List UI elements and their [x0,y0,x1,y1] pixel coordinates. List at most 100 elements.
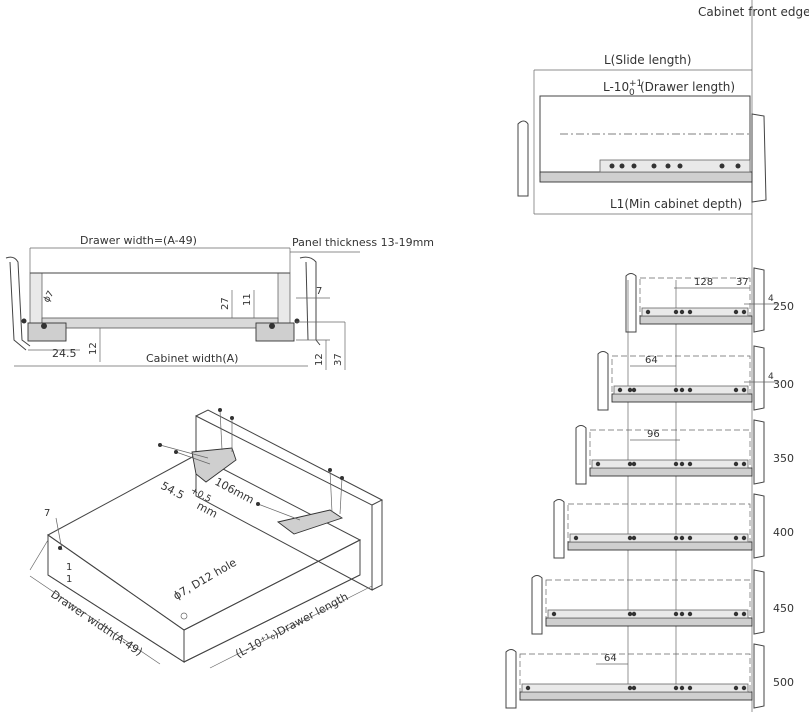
front-panel [753,493,765,559]
dim-label: 64 [645,355,658,366]
iso-dim-1b: 1 [66,574,72,585]
length-label: 500 [773,676,794,689]
mounting-hole [733,461,739,467]
front-panel [753,419,765,485]
length-label: 400 [773,526,794,539]
mounting-hole [627,461,633,467]
iso-drawer-length-label: (L-10⁺¹₀)Drawer length [233,590,350,660]
right-cabinet-wall [299,256,321,346]
dim-12-right: 12 [314,353,325,366]
mounting-hole [679,461,685,467]
mounting-hole [631,685,637,691]
drawer-width-label: Drawer width=(A-49) [80,234,197,247]
left-cabinet-wall [5,256,31,347]
mounting-hole [679,387,685,393]
hole-label: ϕ7, D12 hole [171,556,239,603]
mounting-hole [733,387,739,393]
dim-extra: 4 [768,294,774,304]
length-label: 250 [773,300,794,313]
mounting-hole [741,461,747,467]
left-runner [27,322,67,342]
length-label: 450 [773,602,794,615]
mounting-hole [631,611,637,617]
rear-bracket-right [276,509,344,535]
mounting-hole [741,685,747,691]
mounting-hole [673,535,679,541]
variant-450: 450 [531,569,794,635]
side-wall-left [517,120,529,197]
mounting-hole [679,535,685,541]
mounting-hole [741,387,747,393]
drawer-length-tol-top: +1 [629,79,642,89]
right-runner [255,322,295,342]
dim-24-5: 24.5 [52,347,77,360]
panel-thickness-label: Panel thickness 13-19mm [292,236,434,249]
dim-11: 11 [242,293,253,306]
iso-dim-7: 7 [44,508,50,519]
rail-inner [547,609,749,619]
rear-wall [531,575,543,635]
mounting-hole [733,685,739,691]
mounting-hole [573,535,579,541]
drawer-length-tol-bot: 0 [629,88,635,98]
mounting-hole [733,535,739,541]
mounting-hole [733,309,739,315]
front-panel [751,113,767,203]
mounting-hole [687,611,693,617]
dim-label: 128 [694,277,713,288]
side-view-main: Cabinet front edge L(Slide length) L-10 … [517,0,809,712]
rail [519,691,753,701]
rail [611,393,753,403]
mounting-hole [631,535,637,541]
rail [567,541,753,551]
mounting-hole [627,611,633,617]
mounting-hole [673,611,679,617]
mounting-hole [551,611,557,617]
mounting-hole [679,611,685,617]
dim-label: 37 [736,277,749,288]
dim-7: 7 [316,286,322,297]
dim-54-5: 54.5 [159,479,187,502]
rear-wall [575,425,587,485]
rail [589,467,753,477]
mounting-hole [673,461,679,467]
mounting-hole [687,309,693,315]
mounting-hole [627,685,633,691]
mounting-hole [687,387,693,393]
front-panel [753,267,765,333]
mounting-hole [525,685,531,691]
drawer-side-face [47,534,185,663]
mounting-hole [627,535,633,541]
mounting-hole [673,387,679,393]
dim-37: 37 [333,353,344,366]
mounting-hole [645,309,651,315]
variant-300: 300 64 4 [597,345,794,411]
rail-inner [641,307,749,317]
mounting-hole [741,611,747,617]
dim-12-center: 12 [88,342,99,355]
mounting-hole [595,461,601,467]
dim-106mm: 106mm [213,475,257,506]
length-label: 300 [773,378,794,391]
drawer-length-main: L-10 [603,80,629,94]
rail [545,617,753,627]
mounting-hole [733,611,739,617]
slide-length-label: L(Slide length) [604,53,691,67]
rear-bracket-left [191,447,237,483]
rear-wall [505,649,517,709]
rear-wall [553,499,565,559]
main-rail [539,171,753,183]
dim-extra: 4 [768,372,774,382]
variant-250: 250 128 37 4 [625,267,794,333]
mounting-hole [627,387,633,393]
mounting-hole [679,309,685,315]
mounting-hole [687,685,693,691]
mounting-hole [687,535,693,541]
cabinet-width-label: Cabinet width(A) [146,352,238,365]
drawer-top-face [47,454,362,631]
iso-dim-1a: 1 [66,562,72,573]
cabinet-front-edge-label: Cabinet front edge [698,5,809,19]
